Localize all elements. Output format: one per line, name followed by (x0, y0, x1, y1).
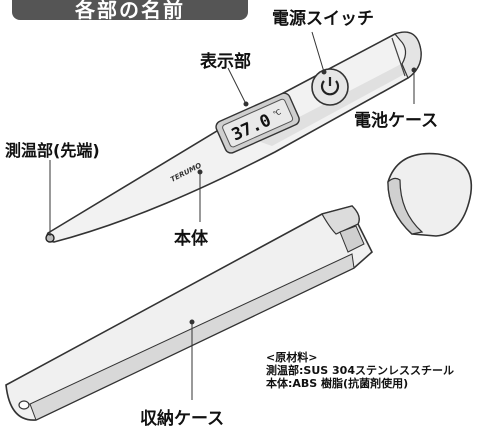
cap-rim (387, 177, 424, 235)
leader-display (227, 67, 247, 105)
leader-power (311, 31, 325, 73)
storage-case-opening (321, 205, 360, 235)
section-title: 各部の名前 (75, 0, 185, 20)
storage-case-notch (339, 225, 365, 253)
display-unit: ℃ (272, 108, 283, 119)
leader-lines (49, 31, 417, 400)
label-probe-tip: 測温部(先端) (5, 141, 100, 160)
battery-case-seam (391, 37, 406, 77)
section-title-tab: 各部の名前 (12, 0, 248, 20)
materials-heading: <原材料> (266, 351, 318, 364)
materials-line-probe: 測温部:SUS 304ステンレススチール (266, 364, 454, 377)
label-display: 表示部 (200, 52, 251, 72)
power-icon (320, 77, 340, 96)
materials-note: <原材料> 測温部:SUS 304ステンレススチール 本体:ABS 樹脂(抗菌剤… (266, 351, 454, 390)
label-body: 本体 (174, 229, 208, 249)
label-power-switch: 電源スイッチ (272, 9, 374, 29)
label-storage-case: 収納ケース (140, 409, 225, 429)
storage-case-hole (18, 400, 30, 410)
materials-line-body: 本体:ABS 樹脂(抗菌剤使用) (266, 377, 409, 390)
label-battery-case: 電池ケース (354, 111, 439, 131)
display-screen (222, 98, 294, 148)
power-button[interactable] (311, 68, 349, 106)
